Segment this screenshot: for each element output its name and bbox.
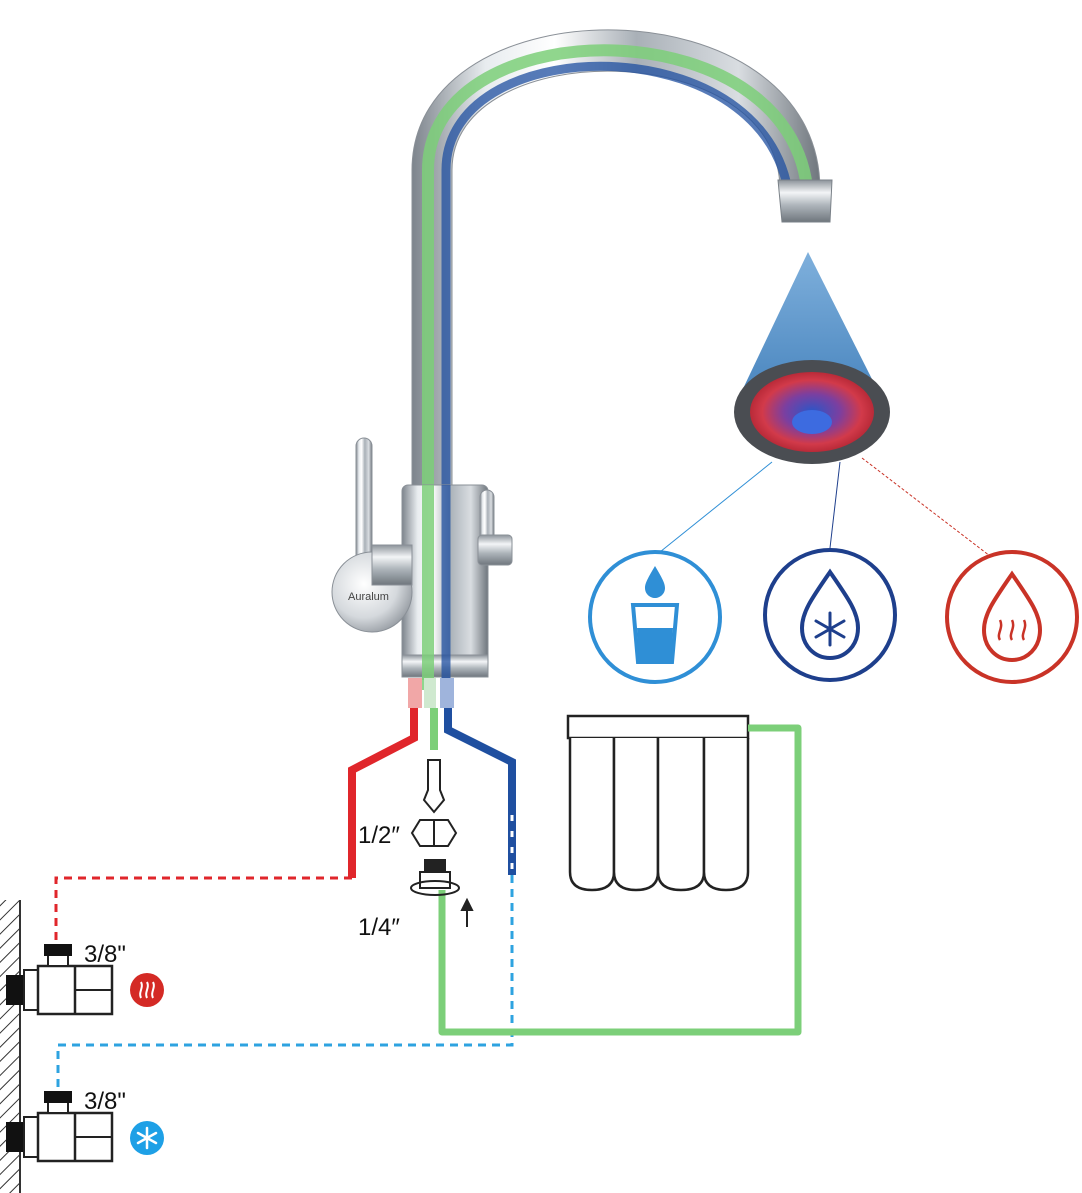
outlet-filtered-icon bbox=[588, 550, 722, 684]
cold-angle-valve: 3/8" bbox=[6, 1088, 164, 1163]
hose-size-label: 1/2″ bbox=[358, 822, 400, 849]
wall bbox=[0, 900, 20, 1193]
connector-cold bbox=[829, 461, 841, 549]
filter-inlet-fitting bbox=[410, 859, 474, 927]
connector-hot bbox=[861, 457, 991, 557]
hot-supply-dashed bbox=[54, 876, 352, 950]
filter-cartridge-4 bbox=[702, 738, 750, 892]
filter-return-line bbox=[438, 724, 802, 1036]
mixed-water-channel bbox=[441, 61, 795, 700]
spray-cone bbox=[740, 252, 880, 395]
right-lever-arm bbox=[477, 534, 513, 566]
filter-cartridge-2 bbox=[612, 738, 660, 892]
heat-waves-icon bbox=[997, 619, 1027, 641]
hot-angle-valve: 3/8" bbox=[6, 941, 164, 1016]
cold-supply-dashed bbox=[56, 875, 514, 1095]
spout-tip bbox=[777, 179, 833, 223]
faucet: Auralum bbox=[331, 29, 833, 708]
snowflake-drop-icon bbox=[799, 568, 861, 661]
connector-filtered bbox=[649, 461, 773, 561]
hot-valve-size-label: 3/8" bbox=[84, 941, 126, 968]
outlet-cold-icon bbox=[763, 548, 897, 682]
outlet-hot-icon bbox=[945, 550, 1079, 684]
filter-hose-stub bbox=[424, 678, 436, 708]
brand-logo: Auralum bbox=[348, 591, 389, 603]
filter-head bbox=[566, 714, 750, 740]
hot-supply-line bbox=[348, 708, 418, 878]
hose-fitting bbox=[410, 759, 458, 847]
snowflake-icon bbox=[814, 611, 846, 647]
left-lever-arm bbox=[371, 544, 413, 586]
spray-illustration bbox=[734, 252, 890, 464]
cold-valve-size-label: 3/8" bbox=[84, 1088, 126, 1115]
water-drop-icon bbox=[645, 566, 665, 598]
filter-cartridge-1 bbox=[568, 738, 616, 892]
filter-inlet-size-label: 1/4″ bbox=[358, 914, 400, 941]
cold-hose-stub bbox=[440, 678, 454, 708]
filter-cartridge-3 bbox=[656, 738, 706, 892]
hot-drop-icon bbox=[981, 570, 1043, 663]
hot-hose-stub bbox=[408, 678, 422, 708]
aerator-center bbox=[792, 410, 832, 434]
cold-supply-line bbox=[444, 708, 516, 875]
filtered-water-channel bbox=[422, 44, 814, 680]
water-filter-unit bbox=[566, 714, 750, 892]
drinking-glass-icon bbox=[630, 603, 680, 664]
